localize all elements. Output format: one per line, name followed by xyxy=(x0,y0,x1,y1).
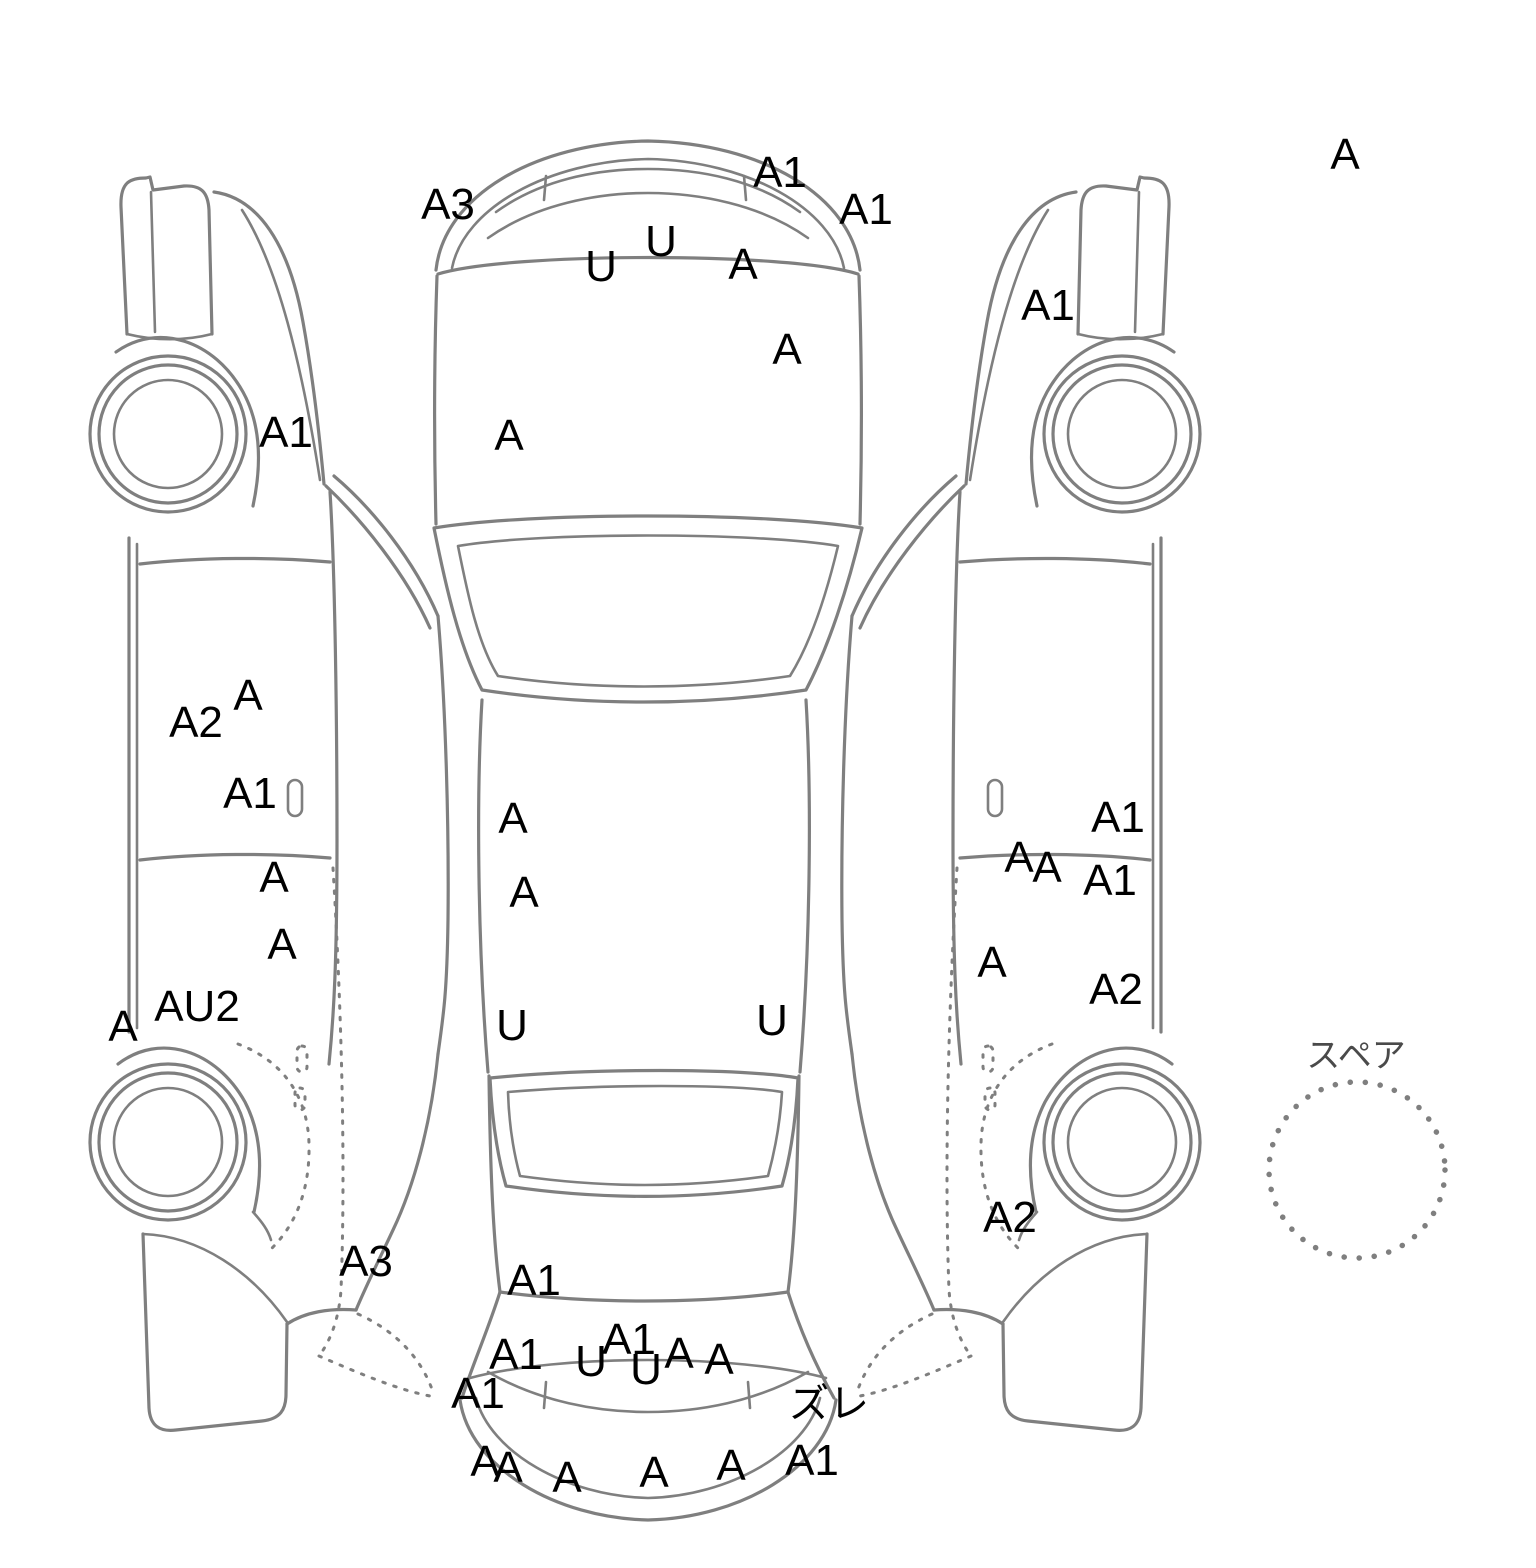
mark-roof-u-left: U xyxy=(496,1001,528,1050)
mark-corner-a: A xyxy=(1330,130,1360,179)
mark-front-left-a3: A3 xyxy=(421,180,475,229)
mark-rear-zure: ズレ xyxy=(789,1382,869,1426)
mark-right-quarter-a2-upper: A2 xyxy=(1089,965,1143,1014)
mark-left-door-a1: A1 xyxy=(223,769,277,818)
mark-rear-a-left: A xyxy=(664,1329,694,1378)
mark-rear-bumper-a1: A1 xyxy=(785,1436,839,1485)
mark-rear-a1-left: A1 xyxy=(489,1330,543,1379)
top-view xyxy=(432,139,864,1522)
mark-roof-a-upper: A xyxy=(498,794,528,843)
mark-left-quarter-au2: AU2 xyxy=(154,982,240,1031)
mark-cowl-u-left: U xyxy=(585,242,617,291)
mark-rear-bumper-a-5: A xyxy=(716,1441,746,1490)
mark-left-front-wheel-a1: A1 xyxy=(259,408,313,457)
mark-cowl-a-right: A xyxy=(728,240,758,289)
mark-front-bumper-a1: A1 xyxy=(753,148,807,197)
mark-rear-bumper-a-3: A xyxy=(552,1453,582,1502)
mark-roof-u-right: U xyxy=(756,996,788,1045)
mark-hood-a-right: A xyxy=(772,325,802,374)
mark-rear-a-right: A xyxy=(704,1335,734,1384)
mark-right-door-a1-lower: A1 xyxy=(1083,856,1137,905)
mark-cowl-u-center: U xyxy=(645,217,677,266)
mark-right-fender-a1: A1 xyxy=(1021,281,1075,330)
mark-front-right-a1: A1 xyxy=(839,185,893,234)
mark-right-door-a-lower: A xyxy=(977,938,1007,987)
mark-left-door-a-mid: A xyxy=(259,853,289,902)
mark-roof-a-mid: A xyxy=(509,868,539,917)
mark-rear-u-left: U xyxy=(575,1337,607,1386)
mark-left-quarter-a: A xyxy=(108,1002,138,1051)
spare-tire-circle xyxy=(1266,1079,1448,1261)
mark-rear-bumper-a-1: A xyxy=(470,1437,500,1486)
mark-left-door-a-lower: A xyxy=(267,920,297,969)
mark-rear-bumper-a-4: A xyxy=(639,1448,669,1497)
mark-rear-a1-center: A1 xyxy=(602,1315,656,1364)
mark-left-door-a2: A2 xyxy=(169,698,223,747)
mark-right-quarter-a2-lower: A2 xyxy=(983,1193,1037,1242)
mark-rear-u-right: U xyxy=(630,1345,662,1394)
mark-left-door-a-upper: A xyxy=(233,671,263,720)
mark-right-door-a-second: A xyxy=(1032,843,1062,892)
mark-left-rear-a3: A3 xyxy=(339,1237,393,1286)
mark-right-door-a1-upper: A1 xyxy=(1091,793,1145,842)
mark-rear-corner-a1: A1 xyxy=(451,1369,505,1418)
mark-right-door-a-first: A xyxy=(1004,833,1034,882)
mark-rear-bumper-a-2: A xyxy=(493,1443,523,1492)
spare-tire-label: スペア xyxy=(1306,1037,1406,1075)
mark-trunk-a1: A1 xyxy=(507,1256,561,1305)
mark-hood-a-left: A xyxy=(494,411,524,460)
